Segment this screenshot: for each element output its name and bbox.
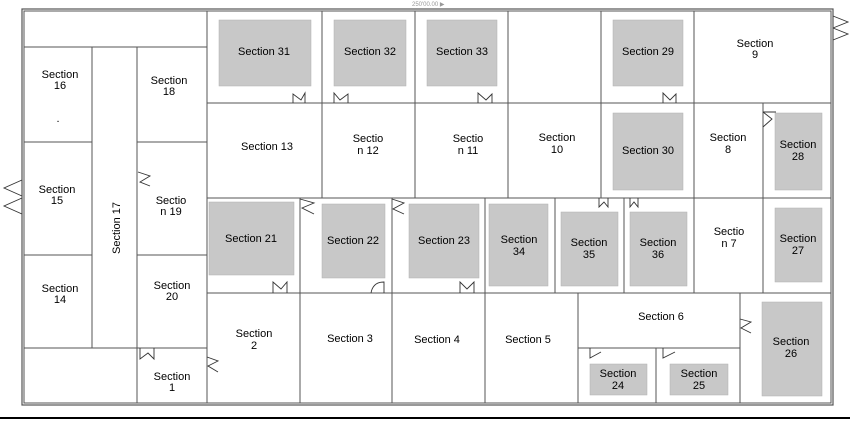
shade-section-36 bbox=[629, 211, 688, 287]
section-23-label: Section 23 bbox=[418, 235, 470, 247]
section-22-label: Section 22 bbox=[327, 235, 379, 247]
shade-section-33 bbox=[426, 19, 498, 87]
dot-mark: . bbox=[56, 113, 59, 125]
section-30-label: Section 30 bbox=[622, 145, 674, 157]
shade-section-31 bbox=[218, 19, 312, 87]
door-icon bbox=[333, 91, 349, 103]
section-17-label: Section 17 bbox=[111, 202, 123, 254]
door-icon bbox=[139, 348, 155, 361]
section-4-label: Section 4 bbox=[414, 334, 460, 346]
door-icon bbox=[598, 198, 609, 209]
door-icon bbox=[662, 91, 677, 103]
shade-section-28 bbox=[774, 112, 823, 191]
door-icon bbox=[206, 356, 220, 373]
shade-section-21 bbox=[208, 201, 295, 276]
door-icon bbox=[299, 198, 316, 215]
door-icon bbox=[292, 91, 306, 103]
section-3-label: Section 3 bbox=[327, 333, 373, 345]
door-icon bbox=[459, 280, 475, 293]
shade-section-27 bbox=[774, 207, 823, 283]
shade-section-32 bbox=[333, 19, 407, 87]
section-32-label: Section 32 bbox=[344, 46, 396, 58]
shade-section-34 bbox=[488, 203, 549, 287]
door-icon bbox=[477, 92, 493, 103]
section-31-label: Section 31 bbox=[238, 46, 290, 58]
outer-wall bbox=[21, 8, 834, 406]
doors bbox=[2, 15, 850, 373]
interior-walls bbox=[24, 11, 831, 403]
section-29-label: Section 29 bbox=[622, 46, 674, 58]
section-5-label: Section 5 bbox=[505, 334, 551, 346]
door-icon bbox=[589, 348, 602, 359]
shade-section-29 bbox=[612, 19, 684, 87]
door-icon bbox=[272, 280, 288, 293]
door-icon bbox=[629, 198, 639, 209]
door-icon bbox=[2, 179, 23, 215]
door-icon bbox=[137, 171, 152, 187]
section-33-label: Section 33 bbox=[436, 46, 488, 58]
ruler-label: 250'00.00 ▶ bbox=[412, 2, 445, 8]
shade-section-25 bbox=[669, 363, 729, 396]
section-6-label: Section 6 bbox=[638, 311, 684, 323]
section-13-label: Section 13 bbox=[241, 141, 293, 153]
outer-wall-inner bbox=[23, 10, 832, 404]
shade-section-30 bbox=[612, 112, 684, 191]
shade-section-24 bbox=[589, 363, 648, 396]
shade-section-22 bbox=[321, 203, 386, 279]
shade-section-23 bbox=[408, 203, 480, 279]
door-icon bbox=[391, 198, 406, 215]
door-icon bbox=[662, 348, 676, 359]
door-icon bbox=[832, 15, 850, 41]
shade-section-35 bbox=[560, 211, 619, 287]
shaded-areas bbox=[208, 19, 823, 397]
door-icon bbox=[762, 111, 776, 128]
section-21-label: Section 21 bbox=[225, 233, 277, 245]
shade-section-26 bbox=[761, 301, 823, 397]
door-icon bbox=[370, 281, 385, 294]
door-icon bbox=[739, 318, 753, 334]
